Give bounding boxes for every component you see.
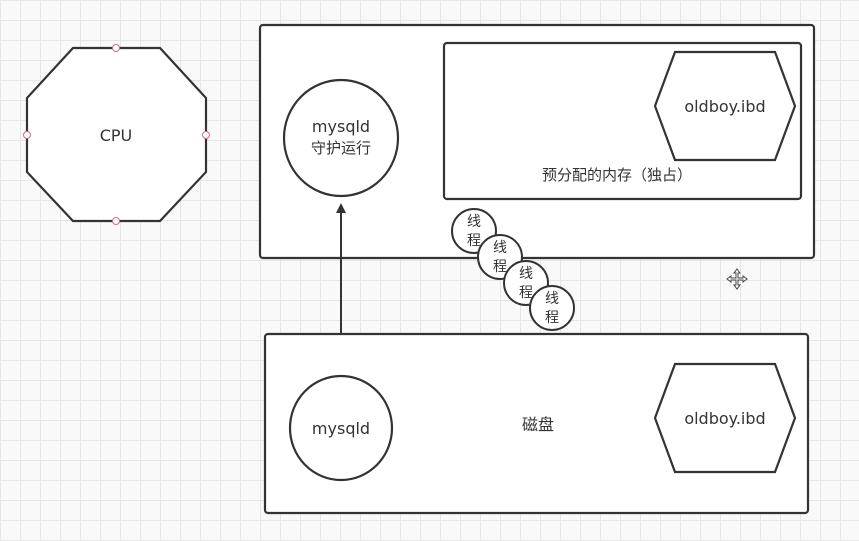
disk-ibd-file-node[interactable]: oldboy.ibd [653,362,797,474]
move-cursor-icon [726,268,748,290]
thread-label-line2: 程 [467,233,481,249]
memory-file-label: oldboy.ibd [684,97,765,116]
thread-label-line1: 线 [493,240,507,256]
cpu-node[interactable]: CPU [23,44,210,225]
mysqld-daemon-label-line2: 守护运行 [311,139,371,157]
thread-label-line2: 程 [545,310,559,326]
thread-label-line1: 线 [519,266,533,282]
cpu-label: CPU [100,126,133,145]
disk-file-label: oldboy.ibd [684,409,765,428]
disk-mysqld-label: mysqld [312,419,370,438]
connection-handle-bottom[interactable] [112,217,120,225]
memory-ibd-file-node[interactable]: oldboy.ibd [653,50,797,162]
mysqld-daemon-node[interactable]: mysqld 守护运行 [282,78,400,198]
thread-label-line1: 线 [467,214,481,230]
mysqld-daemon-label-line1: mysqld [312,117,370,136]
thread-node[interactable]: 线 程 [529,285,575,331]
memory-region-label: 预分配的内存（独占） [542,166,692,184]
connection-handle-left[interactable] [23,131,31,139]
disk-mysqld-node[interactable]: mysqld [288,374,394,482]
thread-label-line2: 程 [493,259,507,275]
connection-handle-top[interactable] [112,44,120,52]
thread-label-line1: 线 [545,291,559,307]
thread-label-line2: 程 [519,285,533,301]
disk-label: 磁盘 [522,415,554,434]
connection-handle-right[interactable] [202,131,210,139]
